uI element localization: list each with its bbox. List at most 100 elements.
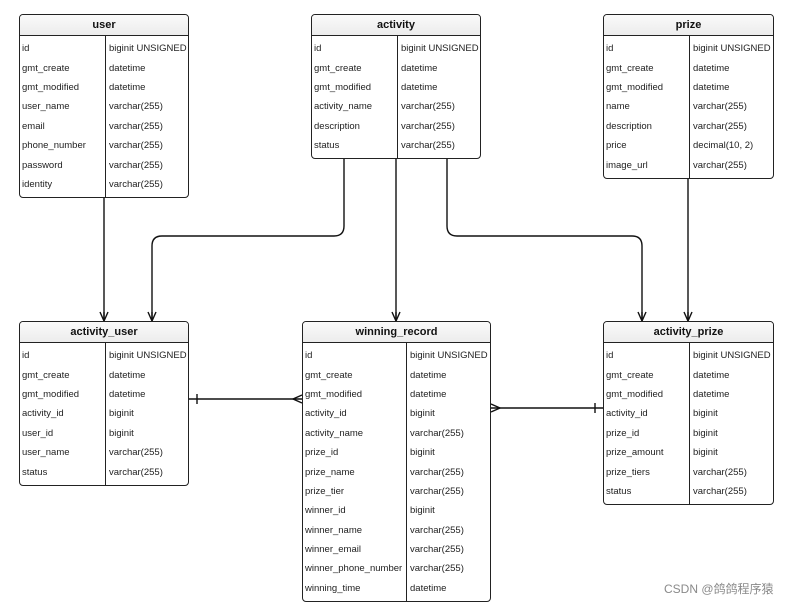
column-name: id xyxy=(606,350,614,362)
table-row[interactable]: gmt_modified datetime xyxy=(312,78,480,97)
column-type: varchar(255) xyxy=(410,544,464,556)
column-type: datetime xyxy=(693,81,730,93)
column-name: id xyxy=(22,43,30,55)
column-name: gmt_create xyxy=(22,369,70,381)
column-type: varchar(255) xyxy=(410,563,464,575)
column-type: datetime xyxy=(401,81,438,93)
column-type: varchar(255) xyxy=(410,524,464,536)
table-row[interactable]: status varchar(255) xyxy=(312,136,480,155)
table-title: activity_prize xyxy=(604,322,773,343)
table-row[interactable]: gmt_create datetime xyxy=(20,365,188,384)
many-marker xyxy=(637,311,647,323)
column-type: varchar(255) xyxy=(109,466,163,478)
column-type: varchar(255) xyxy=(693,101,747,113)
column-type: datetime xyxy=(109,369,146,381)
many-marker xyxy=(490,403,502,413)
column-name: winner_name xyxy=(305,524,363,536)
column-type: varchar(255) xyxy=(401,140,455,152)
column-name: gmt_modified xyxy=(22,81,80,93)
column-type: biginit xyxy=(410,447,435,459)
column-type: biginit xyxy=(410,505,435,517)
column-type: biginit UNSIGNED xyxy=(109,350,187,362)
column-type: biginit xyxy=(693,427,718,439)
column-type: varchar(255) xyxy=(109,159,163,171)
column-name: gmt_modified xyxy=(314,81,372,93)
column-type: datetime xyxy=(410,582,447,594)
column-type: varchar(255) xyxy=(410,466,464,478)
table-row[interactable]: winner_name varchar(255) xyxy=(303,521,490,540)
column-name: activity_name xyxy=(314,101,373,113)
column-name: status xyxy=(22,466,48,478)
table-row[interactable]: winner_phone_number varchar(255) xyxy=(303,559,490,578)
column-type: varchar(255) xyxy=(401,101,455,113)
column-name: status xyxy=(314,140,340,152)
column-type: varchar(255) xyxy=(693,485,747,497)
table-title: prize xyxy=(604,15,773,36)
many-marker xyxy=(291,394,303,404)
column-type: varchar(255) xyxy=(109,447,163,459)
column-divider xyxy=(406,343,407,602)
column-name: gmt_create xyxy=(314,62,362,74)
table-row[interactable]: user_name varchar(255) xyxy=(20,443,188,462)
column-name: prize_amount xyxy=(606,447,664,459)
table-row[interactable]: gmt_modified datetime xyxy=(20,78,188,97)
column-name: description xyxy=(606,120,652,132)
column-name: user_id xyxy=(22,427,54,439)
column-name: activity_id xyxy=(22,408,64,420)
column-type: datetime xyxy=(109,81,146,93)
column-name: user_name xyxy=(22,447,70,459)
connector-activity-activity-prize xyxy=(446,150,643,321)
column-name: prize_tier xyxy=(305,485,345,497)
column-name: winner_phone_number xyxy=(305,563,403,575)
table-row[interactable]: status varchar(255) xyxy=(20,462,188,481)
table-row[interactable]: activity_name varchar(255) xyxy=(312,97,480,116)
many-marker xyxy=(99,311,109,323)
